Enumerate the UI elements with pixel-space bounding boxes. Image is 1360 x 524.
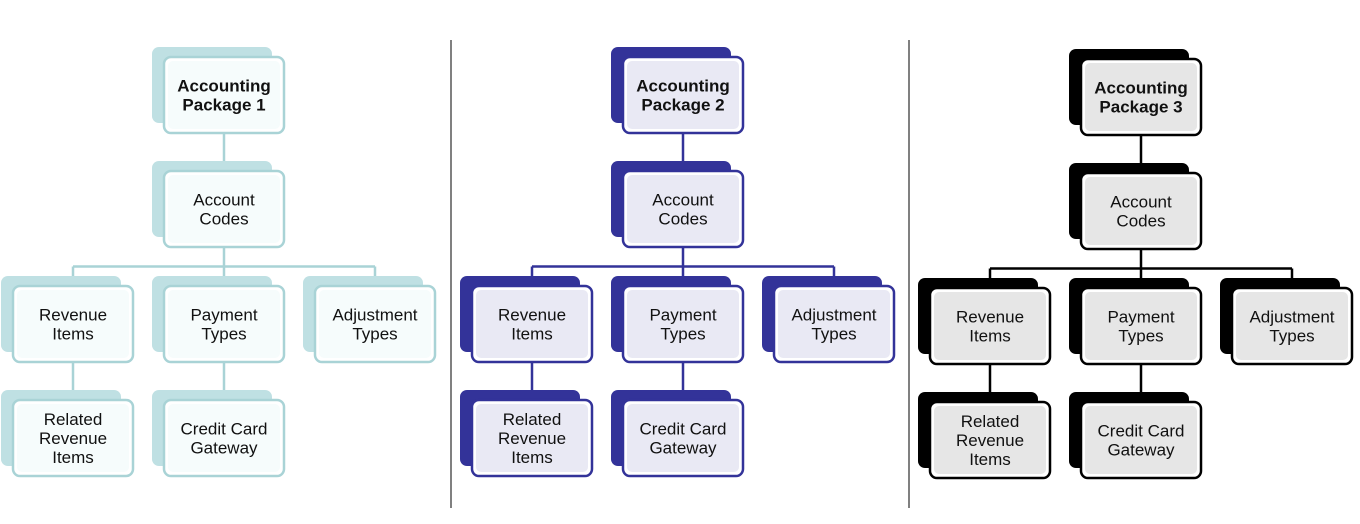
node-card-inner <box>627 404 739 472</box>
node-label-line: Package 1 <box>182 96 265 115</box>
node-label-line: Codes <box>1116 212 1165 231</box>
node-label-line: Types <box>811 325 856 344</box>
node-card-inner <box>319 290 431 358</box>
node-label-line: Types <box>1269 327 1314 346</box>
node-label-line: Adjustment <box>791 306 876 325</box>
node-label-line: Items <box>511 325 553 344</box>
node-label-line: Revenue <box>956 431 1024 450</box>
node-card-inner <box>17 404 129 472</box>
node-label-line: Types <box>1118 327 1163 346</box>
node-label-line: Adjustment <box>1249 308 1334 327</box>
node-card-inner <box>627 290 739 358</box>
node-label-line: Types <box>352 325 397 344</box>
node-card-inner <box>476 290 588 358</box>
node-card-inner <box>168 290 280 358</box>
node-card-inner <box>627 61 739 129</box>
node-label-line: Gateway <box>190 439 258 458</box>
node-label-line: Types <box>201 325 246 344</box>
node-label-line: Payment <box>649 306 716 325</box>
node-card-inner <box>1085 63 1197 131</box>
node-label-line: Accounting <box>636 77 730 96</box>
node-label-line: Revenue <box>39 306 107 325</box>
node-card-inner <box>1085 292 1197 360</box>
node-label-line: Credit Card <box>640 420 727 439</box>
node-label-line: Account <box>652 191 714 210</box>
node-card-inner <box>1085 177 1197 245</box>
node-label-line: Payment <box>1107 308 1174 327</box>
node-label-line: Codes <box>199 210 248 229</box>
node-card-inner <box>168 61 280 129</box>
node-label-line: Items <box>969 450 1011 469</box>
node-card-inner <box>934 292 1046 360</box>
node-card-inner <box>934 406 1046 474</box>
node-label-line: Items <box>52 448 94 467</box>
node-label-line: Items <box>969 327 1011 346</box>
node-label-line: Account <box>193 191 255 210</box>
node-label-line: Account <box>1110 193 1172 212</box>
node-label-line: Accounting <box>1094 79 1188 98</box>
node-label-line: Package 3 <box>1099 98 1182 117</box>
node-label-line: Items <box>511 448 553 467</box>
node-label-line: Credit Card <box>1098 422 1185 441</box>
node-label-line: Items <box>52 325 94 344</box>
node-label-line: Revenue <box>498 306 566 325</box>
node-label-line: Related <box>503 410 562 429</box>
node-label-line: Gateway <box>1107 441 1175 460</box>
node-label-line: Revenue <box>39 429 107 448</box>
node-card-inner <box>168 175 280 243</box>
node-label-line: Revenue <box>498 429 566 448</box>
node-card-inner <box>1236 292 1348 360</box>
node-label-line: Revenue <box>956 308 1024 327</box>
node-label-line: Accounting <box>177 77 271 96</box>
node-label-line: Credit Card <box>181 420 268 439</box>
node-label-line: Codes <box>658 210 707 229</box>
node-label-line: Gateway <box>649 439 717 458</box>
node-card-inner <box>1085 406 1197 474</box>
node-card-inner <box>778 290 890 358</box>
node-label-line: Adjustment <box>332 306 417 325</box>
node-label-line: Types <box>660 325 705 344</box>
node-card-inner <box>627 175 739 243</box>
node-label-line: Package 2 <box>641 96 724 115</box>
node-label-line: Related <box>961 412 1020 431</box>
node-label-line: Related <box>44 410 103 429</box>
node-card-inner <box>17 290 129 358</box>
node-card-inner <box>476 404 588 472</box>
node-card-inner <box>168 404 280 472</box>
node-label-line: Payment <box>190 306 257 325</box>
